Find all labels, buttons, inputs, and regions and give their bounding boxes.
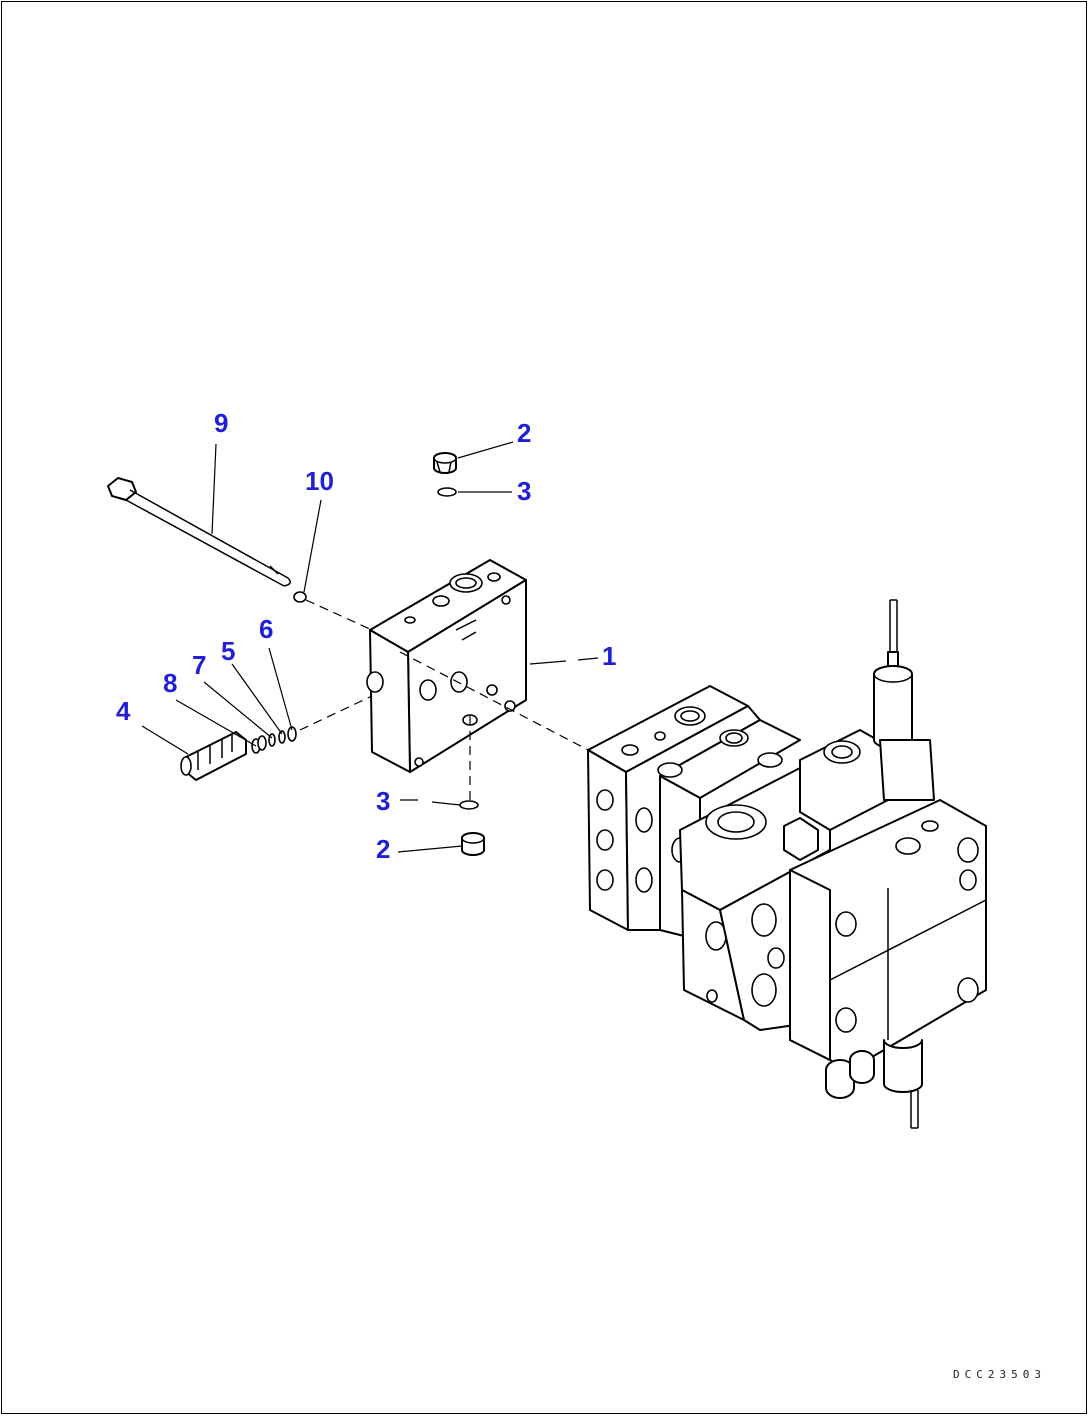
callout-5: 5 bbox=[221, 636, 235, 666]
callout-labels: 9 10 2 3 1 6 5 7 8 4 3 2 bbox=[116, 408, 616, 864]
drawing-code: DCC23503 bbox=[953, 1368, 1046, 1381]
valve-section-part-1 bbox=[366, 559, 527, 773]
o-ring-part-6 bbox=[287, 726, 297, 742]
main-control-valve-assembly bbox=[587, 599, 987, 1129]
through-bolt-part-9 bbox=[107, 477, 291, 587]
callout-6: 6 bbox=[259, 614, 273, 644]
leader-lines bbox=[141, 441, 599, 853]
callout-3-top: 3 bbox=[517, 476, 531, 506]
callout-2-bottom: 2 bbox=[376, 834, 390, 864]
plug-part-2-top bbox=[433, 452, 457, 474]
spring-part-8 bbox=[251, 735, 267, 754]
o-ring-part-3-top bbox=[437, 487, 457, 497]
washer-part-5 bbox=[278, 730, 286, 744]
valve-assembly-part-4 bbox=[180, 731, 247, 781]
o-ring-part-10 bbox=[293, 591, 307, 603]
assembly-guide-lines bbox=[299, 599, 593, 800]
callout-7: 7 bbox=[192, 650, 206, 680]
callout-1: 1 bbox=[602, 641, 616, 671]
callout-8: 8 bbox=[163, 668, 177, 698]
callout-10: 10 bbox=[305, 466, 334, 496]
callout-2-top: 2 bbox=[517, 418, 531, 448]
callout-3-bottom: 3 bbox=[376, 786, 390, 816]
plug-part-2-bottom bbox=[461, 832, 485, 856]
o-ring-part-3-bottom bbox=[459, 800, 479, 810]
callout-9: 9 bbox=[214, 408, 228, 438]
callout-4: 4 bbox=[116, 696, 131, 726]
